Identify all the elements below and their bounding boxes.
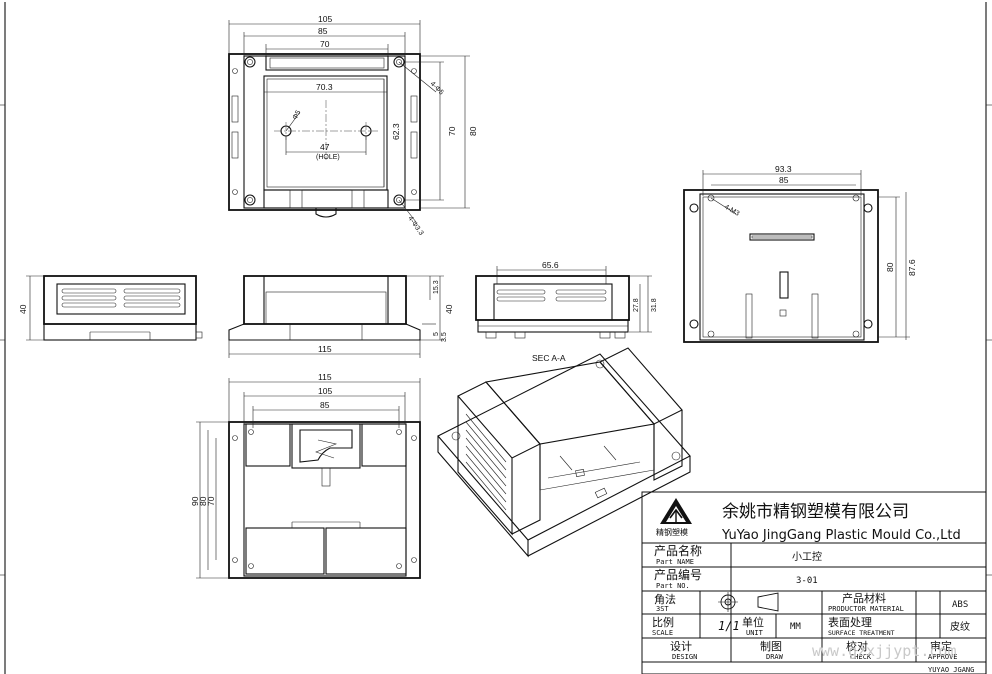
dim-right-holes: 4-M3	[723, 204, 740, 218]
unit-value: MM	[790, 622, 801, 632]
dim-bottom-h90: 90	[190, 496, 200, 506]
scale-label-cn: 比例	[652, 615, 674, 629]
surface-label-cn: 表面处理	[828, 615, 872, 629]
dim-top-hole-dia: Φ5	[292, 109, 303, 121]
scale-value: 1/1	[718, 619, 740, 633]
dim-top-hole-pitch: 47	[320, 142, 330, 152]
dim-right-h87: 87.6	[907, 259, 917, 276]
unit-label-en: UNIT	[746, 629, 764, 637]
dim-front-base-a: 5	[433, 332, 440, 336]
bottom-view: 115 105 85 90 80 70	[190, 372, 421, 579]
angle-label-en: 3ST	[656, 605, 669, 613]
product-name-value: 小工控	[792, 550, 822, 563]
dim-front-width: 115	[318, 344, 332, 354]
design-label-en: DESIGN	[672, 653, 697, 661]
dim-top-corner-holes-bottom: 4-Φ3.3	[406, 215, 424, 237]
dim-top-70: 70	[320, 39, 330, 49]
company-name-cn: 余姚市精钢塑模有限公司	[722, 502, 909, 522]
approve-label-cn: 审定	[930, 639, 952, 653]
right-view: 93.3 85 80 87.6 4-M3	[683, 164, 917, 343]
isometric-view	[437, 347, 691, 558]
dim-top-105: 105	[318, 14, 332, 24]
dim-front-sub: 15.3	[433, 280, 440, 294]
surface-value: 皮纹	[950, 620, 970, 633]
section-label: SEC A-A	[532, 353, 566, 363]
dim-section-h2: 31.8	[651, 298, 658, 312]
dim-bottom-w85: 85	[320, 400, 330, 410]
material-value: ABS	[952, 600, 968, 610]
dim-section-width: 65.6	[542, 260, 559, 270]
title-block: 精钢塑模 余姚市精钢塑模有限公司 YuYao JingGang Plastic …	[641, 491, 987, 674]
unit-label-cn: 单位	[742, 615, 764, 629]
top-view: 105 85 70 70.3 47 (HOLE) 62.3 70 80 4-Φ5…	[228, 14, 478, 237]
draw-label-en: DRAW	[766, 653, 784, 661]
dim-left-height: 40	[18, 304, 28, 314]
check-label-cn: 校对	[846, 639, 868, 653]
approve-label-en: APPROVE	[928, 653, 958, 661]
dim-top-corner-holes: 4-Φ5	[429, 80, 445, 96]
dim-bottom-w115: 115	[318, 372, 332, 382]
footer-text: YUYAO JGANG	[928, 666, 974, 674]
dim-top-inner-w: 70.3	[316, 82, 333, 92]
design-label-cn: 设计	[670, 640, 692, 653]
scale-label-en: SCALE	[652, 629, 673, 637]
surface-label-en: SURFACE TREATMENT	[828, 629, 895, 637]
projection-symbol	[718, 592, 779, 612]
product-no-label-cn: 产品编号	[654, 567, 702, 582]
logo-text: 精钢塑模	[656, 527, 688, 537]
product-name-label-cn: 产品名称	[654, 543, 702, 558]
material-label-en: PRODUCTOR MATERIAL	[828, 605, 904, 613]
dim-bottom-h80: 80	[198, 496, 208, 506]
material-label-cn: 产品材料	[842, 591, 886, 605]
check-label-en: CHECK	[850, 653, 872, 661]
dim-top-h80: 80	[468, 126, 478, 136]
draw-label-cn: 制图	[760, 640, 782, 653]
company-name-en: YuYao JingGang Plastic Mould Co.,Ltd	[721, 528, 961, 543]
front-view: 115 40 15.3 5 3.5	[228, 275, 454, 358]
dim-front-base-b: 3.5	[441, 332, 448, 342]
angle-label-cn: 角法	[654, 592, 676, 606]
dim-right-w85: 85	[779, 175, 789, 185]
left-side-view: 40	[18, 275, 203, 341]
section-a-a-view: 65.6 27.8 31.8 SEC A-A	[475, 260, 658, 363]
dim-right-w93: 93.3	[775, 164, 792, 174]
product-no-label-en: Part NO.	[656, 582, 690, 590]
company-logo	[660, 498, 692, 524]
product-no-value: 3-01	[796, 576, 818, 586]
dim-top-hole-note: (HOLE)	[316, 154, 340, 161]
dim-bottom-h70: 70	[206, 496, 216, 506]
product-name-label-en: Part NAME	[656, 558, 694, 566]
dim-right-h80: 80	[885, 262, 895, 272]
watermark: www.gzxjjypt.com	[812, 642, 957, 660]
dim-top-inner-h: 62.3	[391, 123, 401, 140]
dim-bottom-w105: 105	[318, 386, 332, 396]
dim-section-h1: 27.8	[633, 298, 640, 312]
dim-top-85: 85	[318, 26, 328, 36]
dim-front-height: 40	[444, 304, 454, 314]
dim-top-h70: 70	[447, 126, 457, 136]
